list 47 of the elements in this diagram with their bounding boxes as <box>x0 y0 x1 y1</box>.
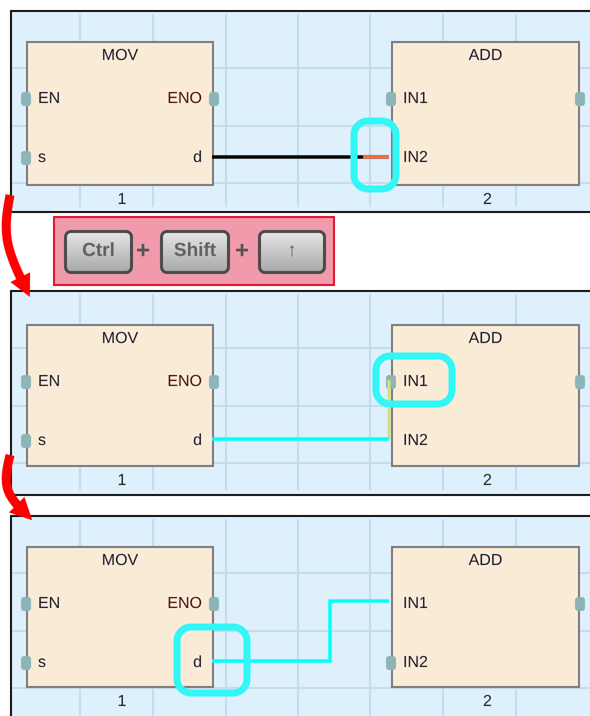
pin-label: s <box>38 432 46 450</box>
pin-label: IN1 <box>403 373 428 391</box>
diagram-panel <box>10 515 590 716</box>
pin-label: EN <box>38 90 60 108</box>
keyboard-key <box>258 230 326 274</box>
key-label: Shift <box>172 242 218 260</box>
wire <box>212 155 389 159</box>
keyboard-key <box>64 230 133 274</box>
key-label: Ctrl <box>81 242 116 260</box>
pin-label: s <box>38 654 46 672</box>
pin-label: ENO <box>167 595 202 613</box>
pin-label: IN1 <box>403 595 428 613</box>
pin-label: s <box>38 149 46 167</box>
block-title: MOV <box>100 330 140 348</box>
shortcut-bar <box>53 216 335 286</box>
block-title: ADD <box>468 552 504 570</box>
block-title: ADD <box>468 330 504 348</box>
plus-sign: + <box>235 238 250 264</box>
pin-label: ENO <box>167 373 202 391</box>
block-number: 1 <box>116 472 128 490</box>
pin-label: ENO <box>167 90 202 108</box>
block-number: 1 <box>116 191 128 209</box>
block-number: 2 <box>482 472 493 490</box>
pin-label: d <box>193 432 202 450</box>
block-title: MOV <box>100 552 140 570</box>
pin-label: IN1 <box>403 90 428 108</box>
pin-label: d <box>193 149 202 167</box>
key-label: ↑ <box>286 242 298 260</box>
pin-label: IN2 <box>403 432 428 450</box>
wire <box>212 599 389 663</box>
keyboard-key <box>160 230 230 274</box>
plus-sign: + <box>136 238 150 264</box>
block-title: MOV <box>100 47 140 65</box>
pin-label: d <box>193 654 202 672</box>
block-number: 1 <box>116 693 128 711</box>
pin-label: IN2 <box>403 149 428 167</box>
wire <box>212 437 389 441</box>
diagram-panel <box>10 290 590 496</box>
block-title: ADD <box>468 47 504 65</box>
pin-label: EN <box>38 373 60 391</box>
pin-label: IN2 <box>403 654 428 672</box>
block-number: 2 <box>482 693 493 711</box>
step-arrow <box>2 454 32 520</box>
diagram-panel <box>10 10 590 213</box>
block-number: 2 <box>482 191 493 209</box>
step-arrow <box>2 194 30 297</box>
pin-label: EN <box>38 595 60 613</box>
